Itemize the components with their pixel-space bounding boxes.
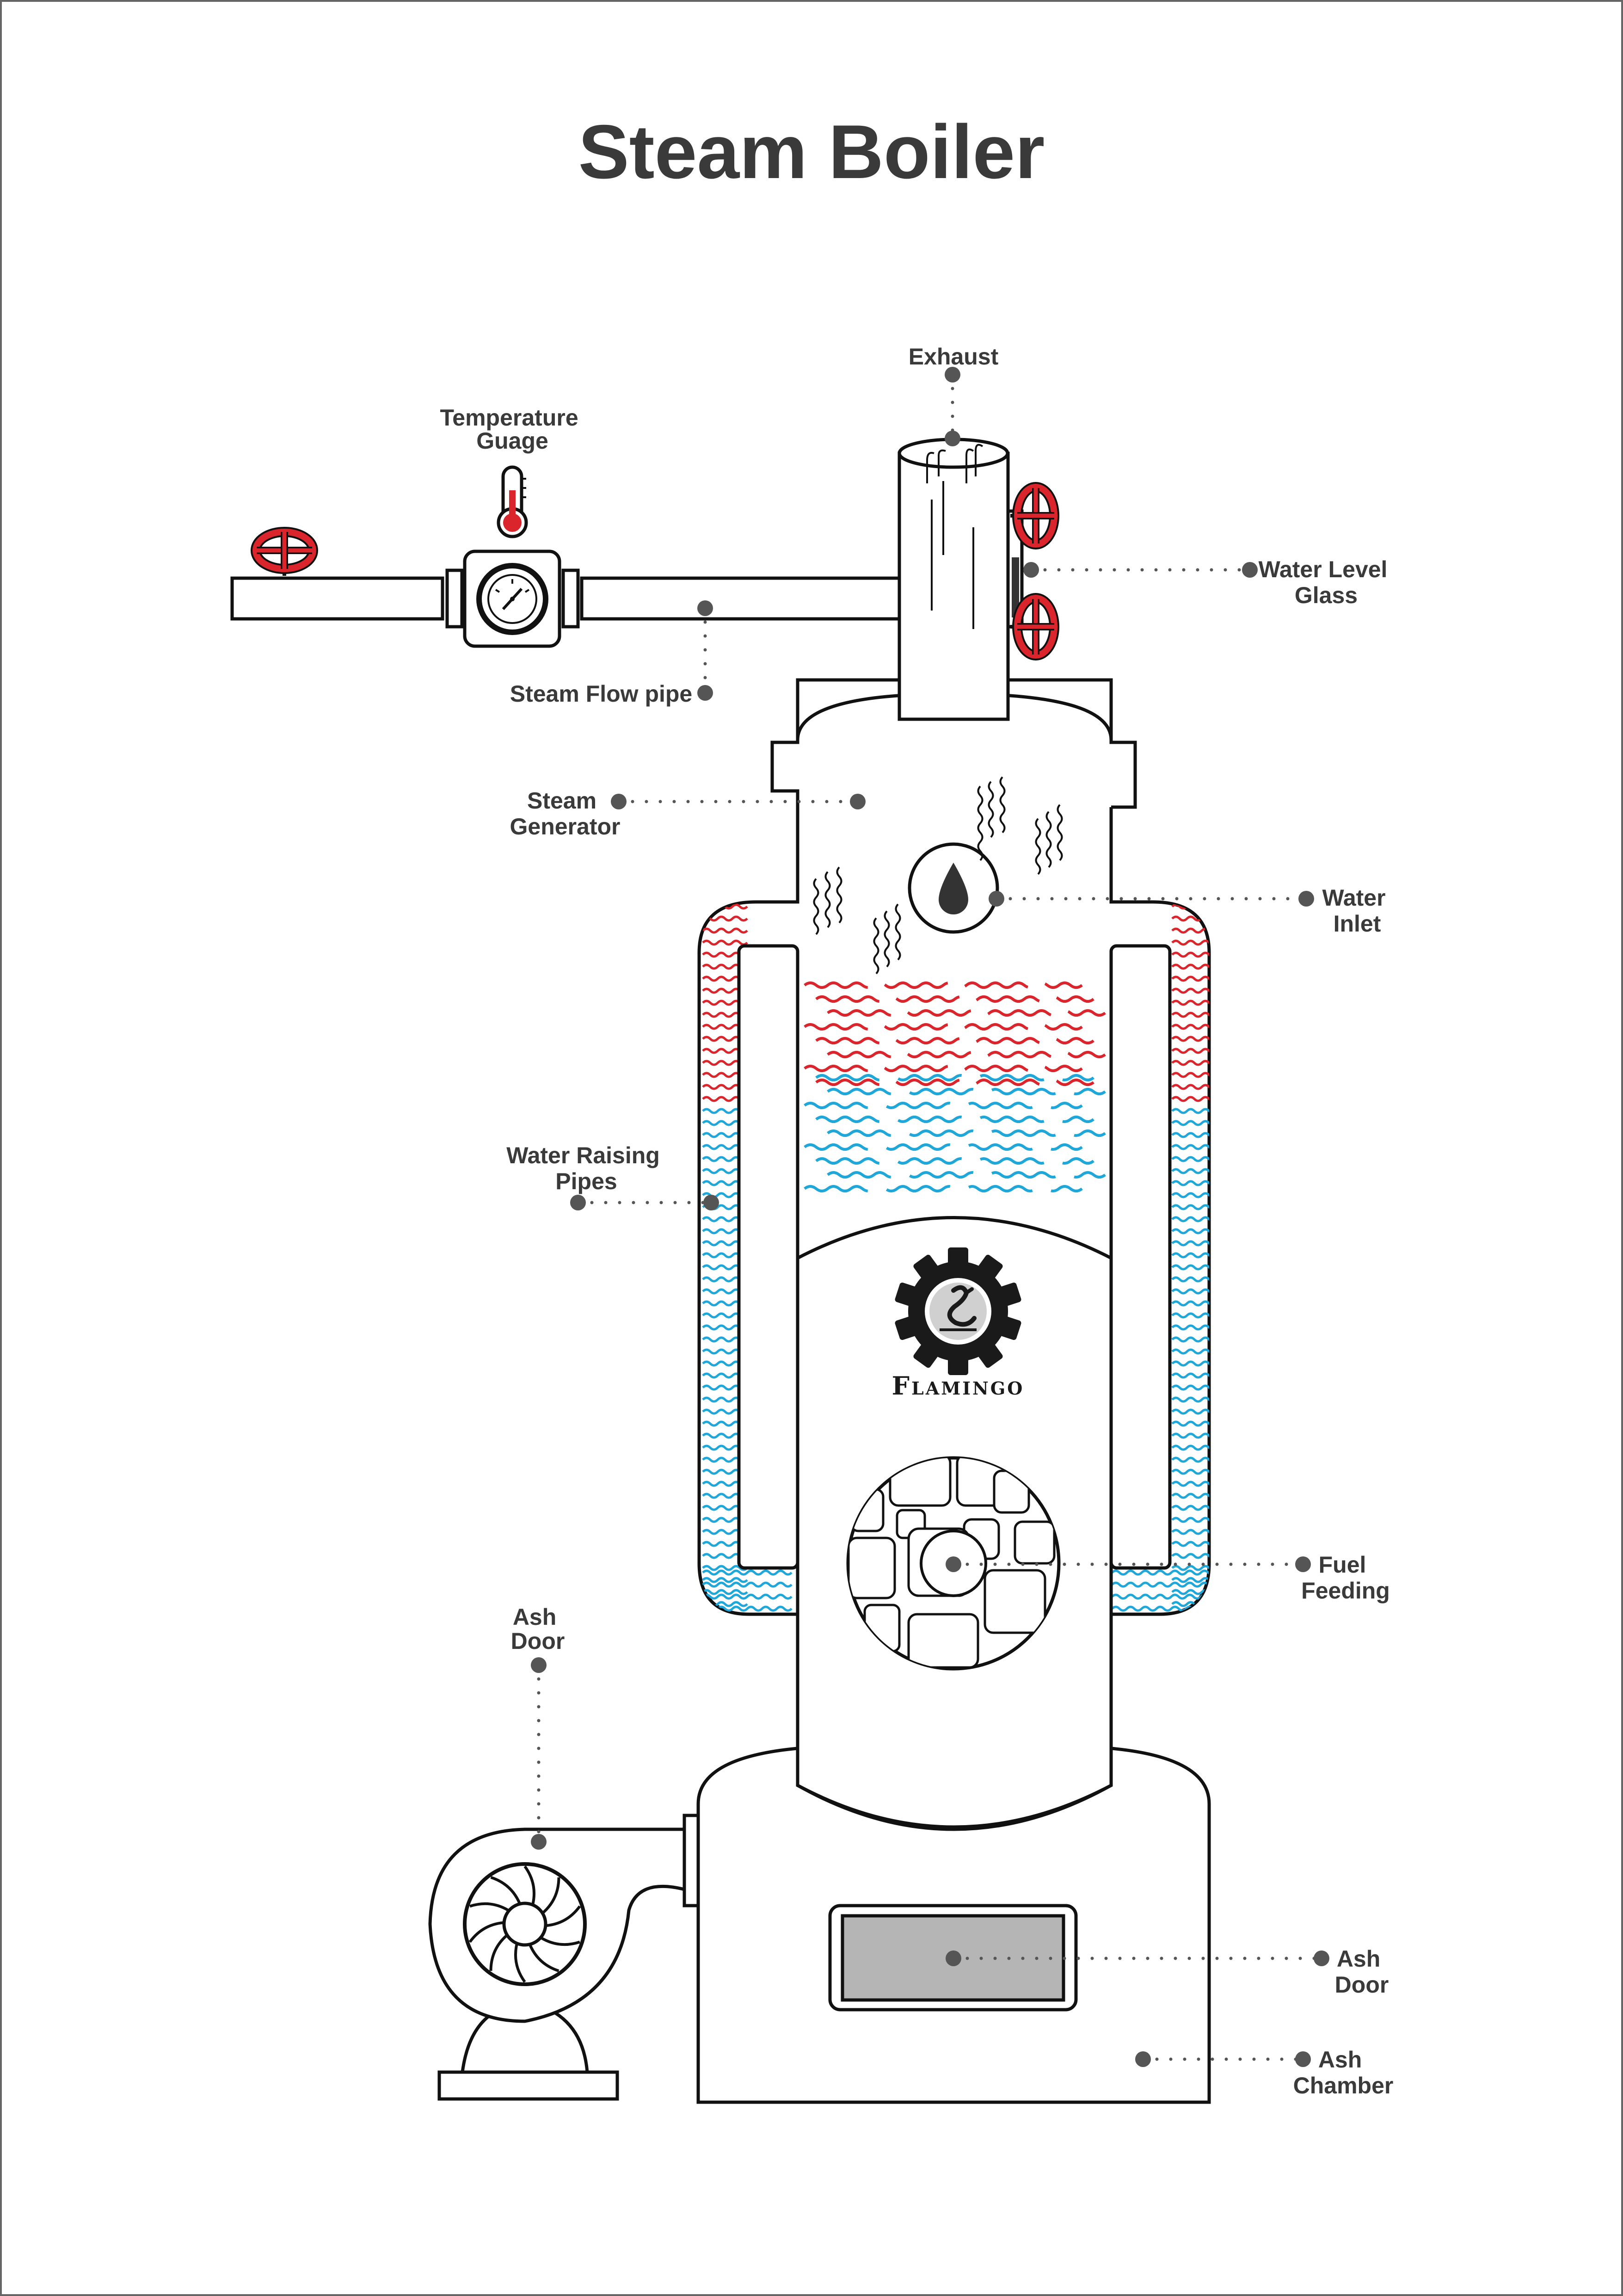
label-fuel-feeding-line2: Feeding: [1301, 1578, 1390, 1604]
right-raising-pipe: [1109, 944, 1172, 1570]
leader-lines: [531, 367, 1329, 2067]
pressure-gauge-icon: [463, 549, 561, 648]
label-ash-door-blower-line1: Ash: [513, 1604, 556, 1630]
label-steam-flow-pipe: Steam Flow pipe: [510, 681, 693, 707]
label-ash-door-front-line2: Door: [1335, 1972, 1389, 1998]
label-water-level-glass: Water Level Glass: [1259, 556, 1394, 608]
page-title: Steam Boiler: [578, 109, 1045, 194]
label-water-raising-pipes-line1: Water Raising: [506, 1142, 660, 1168]
valve-wheel-icon[interactable]: [251, 527, 318, 576]
brand-logo-text: Flamingo: [892, 1371, 1025, 1401]
label-water-inlet: Water Inlet: [1322, 885, 1392, 937]
label-water-inlet-line1: Water: [1322, 885, 1386, 911]
label-water-inlet-line2: Inlet: [1334, 911, 1381, 937]
label-water-raising-pipes-line2: Pipes: [555, 1168, 617, 1194]
valve-wheel-icon[interactable]: [1010, 593, 1059, 660]
label-temperature-gauge: Temperature Guage: [440, 405, 584, 454]
water-inlet: [908, 842, 999, 934]
left-raising-pipe: [737, 944, 799, 1570]
label-water-level-glass-line1: Water Level: [1259, 556, 1388, 582]
label-exhaust: Exhaust: [909, 344, 999, 370]
heat-waves: [813, 776, 1063, 975]
label-temperature-gauge-line1: Temperature: [440, 405, 578, 431]
valve-wheel-icon[interactable]: [1010, 482, 1059, 549]
label-fuel-feeding: Fuel Feeding: [1301, 1552, 1390, 1604]
exhaust-steam: [926, 444, 984, 483]
label-ash-door-front: Ash Door: [1335, 1946, 1389, 1998]
gear-logo-icon: [895, 1247, 1021, 1375]
label-ash-door-blower: Ash Door: [511, 1604, 565, 1654]
label-fuel-feeding-line1: Fuel: [1319, 1552, 1366, 1578]
water-drop-icon: [939, 863, 968, 914]
label-water-raising-pipes: Water Raising Pipes: [506, 1142, 666, 1194]
exhaust-column: [898, 438, 1010, 721]
label-ash-chamber: Ash Chamber: [1293, 2047, 1394, 2098]
label-ash-chamber-line1: Ash: [1318, 2047, 1362, 2073]
thermometer-icon: [497, 465, 528, 538]
steam-flow-pipe: [230, 568, 901, 629]
label-ash-door-blower-line2: Door: [511, 1628, 565, 1654]
label-steam-generator-line2: Generator: [510, 814, 621, 839]
label-steam-generator: Steam Generator: [510, 788, 621, 839]
label-water-level-glass-line2: Glass: [1295, 582, 1358, 608]
label-steam-generator-line1: Steam: [527, 788, 596, 814]
label-ash-chamber-line2: Chamber: [1293, 2073, 1394, 2098]
blower: [428, 1814, 700, 2101]
label-temperature-gauge-line2: Guage: [476, 428, 548, 454]
label-ash-door-front-line1: Ash: [1337, 1946, 1380, 1972]
